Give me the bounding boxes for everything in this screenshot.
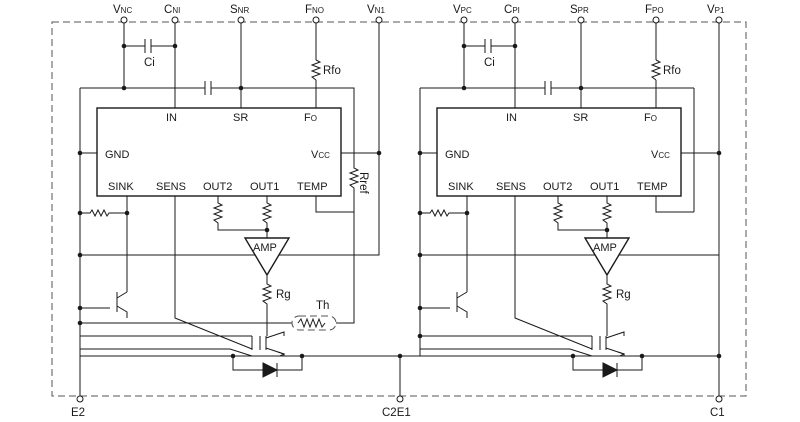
- label-rg-right: Rg: [616, 289, 631, 301]
- capacitor-sr: [204, 81, 212, 95]
- label-th: Th: [316, 300, 329, 312]
- label-ci-right: Ci: [484, 57, 495, 69]
- label-fno: FNO: [305, 4, 324, 16]
- pin-gnd: GND: [105, 149, 130, 161]
- label-ci: Ci: [144, 57, 155, 69]
- igbt-right: [420, 331, 625, 356]
- pin-out2: OUT2: [203, 181, 232, 193]
- wire-bus-88: [80, 87, 355, 112]
- wire-vn1: [80, 23, 380, 256]
- left-driver-block: VNC CNI SNR FNO VN1 Ci Rfo IN SR FO GND …: [77, 4, 385, 398]
- diode-left: [262, 362, 279, 378]
- capacitor-ci: [144, 39, 152, 53]
- thermistor-symbol: [297, 317, 326, 329]
- pin-sr-right: SR: [573, 112, 588, 124]
- resistor-out2: [212, 196, 267, 231]
- label-amp: AMP: [253, 242, 277, 254]
- pin-vcc: VCC: [311, 149, 330, 161]
- amp-right: [583, 237, 631, 277]
- terminal-spr[interactable]: [577, 16, 585, 24]
- pin-fo: FO: [304, 112, 317, 124]
- terminal-snr[interactable]: [237, 16, 245, 24]
- thermistor-th: [291, 315, 337, 331]
- label-cpi: CPI: [504, 4, 520, 16]
- resistor-rfo: [310, 59, 322, 81]
- label-snr: SNR: [230, 4, 249, 16]
- capacitor-ci-right: [484, 39, 492, 53]
- label-c2e1: C2E1: [382, 407, 411, 419]
- pin-sr: SR: [233, 112, 248, 124]
- igbt-left: [80, 331, 285, 356]
- pin-fo-right: FO: [644, 112, 657, 124]
- pin-out2-right: OUT2: [543, 181, 572, 193]
- pin-sens: SENS: [156, 181, 186, 193]
- label-e2: E2: [71, 407, 85, 419]
- terminal-c2e1[interactable]: [396, 395, 404, 403]
- pin-out1: OUT1: [250, 181, 279, 193]
- terminal-fno[interactable]: [312, 16, 320, 24]
- label-vp1: VP1: [707, 4, 725, 16]
- wire-diode: [232, 356, 303, 371]
- pin-in: IN: [166, 112, 177, 124]
- wire-sense: [80, 348, 253, 357]
- label-rfo: Rfo: [323, 65, 341, 77]
- terminal-cni[interactable]: [171, 16, 179, 24]
- wire-temp: [315, 196, 354, 213]
- label-vnc: VNC: [113, 4, 132, 16]
- left-top-terminals: [120, 16, 383, 24]
- label-rg: Rg: [276, 289, 291, 301]
- pin-sink-right: SINK: [448, 181, 474, 193]
- label-fpo: FPO: [645, 4, 664, 16]
- igbt-arrow: [277, 351, 286, 357]
- terminal-vp1[interactable]: [715, 16, 723, 24]
- pin-temp-right: TEMP: [637, 181, 668, 193]
- terminal-vpc[interactable]: [460, 16, 468, 24]
- terminal-vnc[interactable]: [120, 16, 128, 24]
- terminal-cpi[interactable]: [511, 16, 519, 24]
- label-vpc: VPC: [453, 4, 472, 16]
- label-c1: C1: [710, 407, 725, 419]
- terminal-c1[interactable]: [715, 395, 723, 403]
- pin-temp: TEMP: [297, 181, 328, 193]
- terminal-fpo[interactable]: [652, 16, 660, 24]
- resistor-rref: [336, 112, 360, 324]
- label-spr: SPR: [570, 4, 589, 16]
- pin-out1-right: OUT1: [590, 181, 619, 193]
- amp-left: [243, 237, 291, 277]
- pin-in-right: IN: [506, 112, 517, 124]
- diode-right: [602, 362, 619, 378]
- label-rref: Rref: [357, 172, 369, 195]
- resistor-rg-right: [601, 275, 613, 336]
- terminal-vn1[interactable]: [375, 16, 383, 24]
- resistor-sink: [80, 208, 127, 218]
- ic-right: [436, 107, 682, 197]
- right-driver-block: VPC CPI SPR FPO VP1 Ci Rfo IN SR FO GND …: [417, 4, 725, 398]
- label-rfo-right: Rfo: [663, 65, 681, 77]
- transistor-sink: [80, 291, 128, 318]
- pin-gnd-right: GND: [445, 149, 470, 161]
- pin-vcc-right: VCC: [651, 149, 670, 161]
- resistor-rg: [261, 275, 273, 336]
- resistor-out1: [261, 196, 273, 238]
- wire-sens: [174, 196, 253, 350]
- pin-sink: SINK: [108, 181, 134, 193]
- ic-left: [96, 107, 342, 197]
- label-cni: CNI: [164, 4, 180, 16]
- right-top-terminals: [460, 16, 723, 24]
- pin-sens-right: SENS: [496, 181, 526, 193]
- label-vn1: VN1: [367, 4, 385, 16]
- terminal-e2[interactable]: [76, 395, 84, 403]
- resistor-rfo-right: [650, 59, 662, 81]
- module-outline: [51, 21, 747, 397]
- label-amp-right: AMP: [593, 242, 617, 254]
